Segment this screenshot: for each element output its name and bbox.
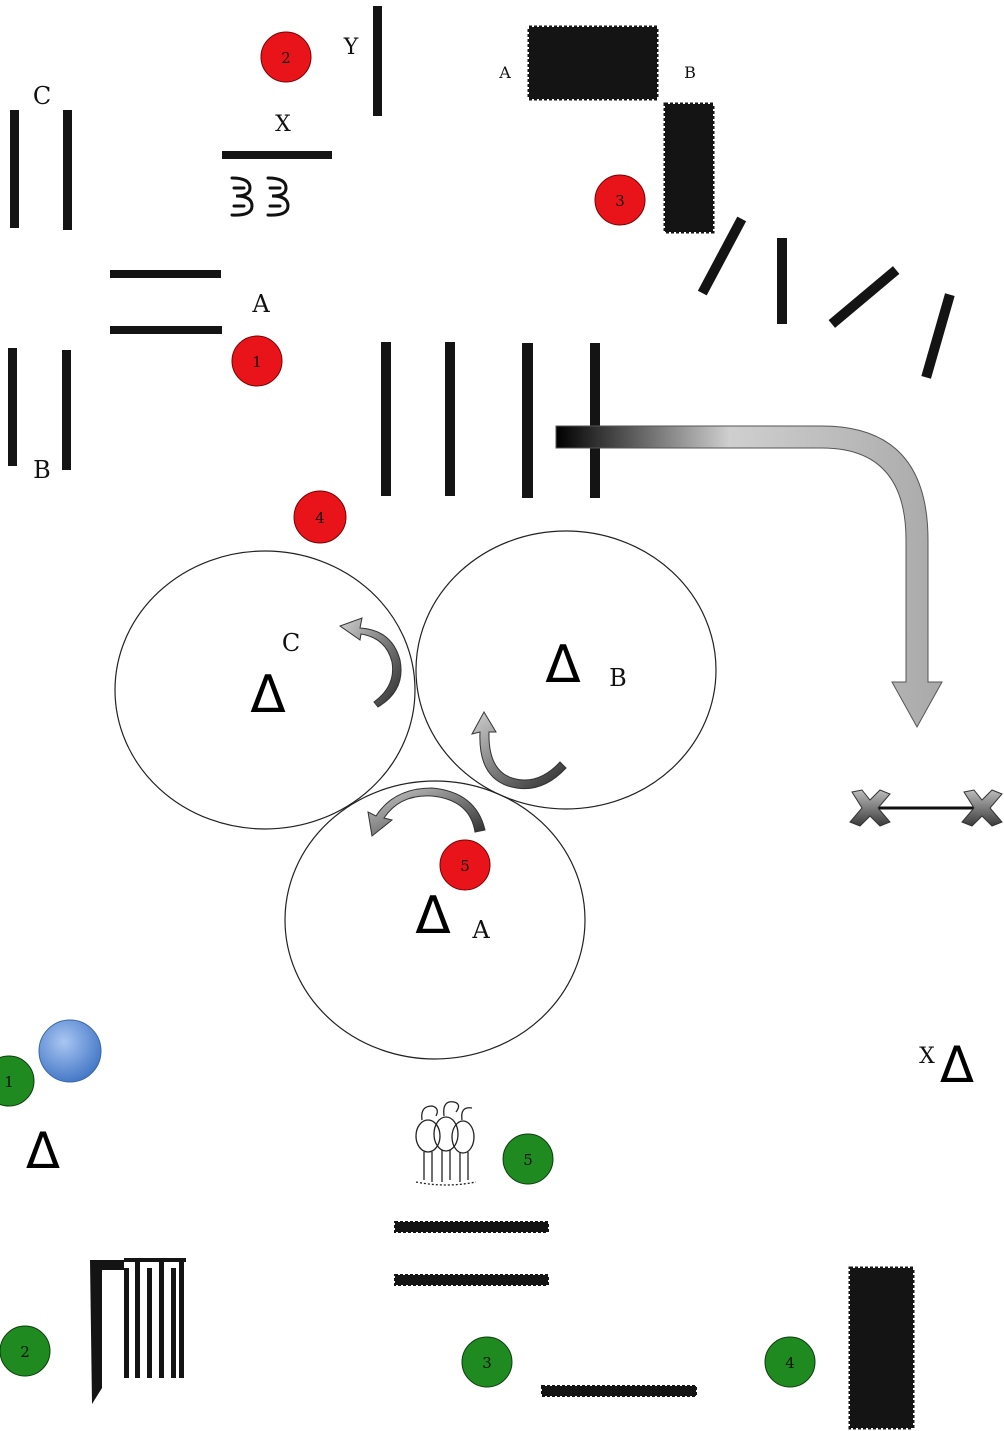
bar-bottom-single [541,1385,697,1397]
green-marker-3: 3 [461,1336,513,1388]
label-x-right: X [919,1044,935,1069]
red-marker-5-label: 5 [460,857,470,875]
label-a-mid: A [251,290,270,318]
red-marker-3: 3 [594,174,646,226]
bar-b-right [62,350,71,470]
red-marker-4: 4 [293,490,347,544]
bar-y-vertical [373,6,382,116]
label-y-top: Y [343,35,359,60]
curved-rotation-arrow-icon [338,617,567,837]
green-marker-5: 5 [502,1133,554,1185]
circle-c [114,550,416,830]
triangle-right: Δ [940,1036,974,1094]
bar-vertical-4 [590,343,600,498]
slab-bottom-right [848,1266,915,1430]
green-marker-5-label: 5 [523,1151,533,1169]
bar-vertical-2 [445,342,455,496]
down-bent-arrow-icon [555,425,943,729]
red-marker-2: 2 [260,31,312,83]
red-marker-5: 5 [439,839,491,891]
triangle-circle-c: Δ [250,665,286,725]
chromosome-pair-icon [230,176,290,217]
green-marker-4: 4 [764,1336,816,1388]
bar-vertical-3 [522,343,533,498]
green-marker-2-label: 2 [20,1343,30,1361]
red-marker-1-label: 1 [252,353,262,371]
red-marker-2-label: 2 [281,49,291,67]
green-marker-2: 2 [0,1325,51,1377]
bar-horizontal-upper [110,270,221,278]
circle-a [284,780,586,1060]
bar-horizontal-lower [110,326,222,334]
triangle-circle-a: Δ [415,886,451,946]
triangle-circle-b: Δ [545,635,581,695]
bar-bottom-upper [394,1221,549,1233]
bar-rotating-2 [777,238,787,324]
flamingo-group-icon [415,1101,477,1186]
bar-x-horizontal [222,151,332,159]
bar-rotating-1 [697,216,747,296]
green-marker-3-label: 3 [482,1354,492,1372]
circle-b [415,530,717,810]
red-marker-1: 1 [231,335,283,387]
label-x-top: X [275,112,291,137]
triangle-bottom-left: Δ [26,1122,60,1180]
blue-ball [38,1019,102,1083]
comb-icon [90,1258,186,1404]
red-marker-4-label: 4 [315,509,325,527]
bar-c-left [10,110,19,228]
green-marker-1: 1 [0,1055,35,1107]
label-circle-b: B [609,664,627,692]
bar-b-left [8,348,17,466]
label-c-top: C [33,82,51,110]
label-circle-a: A [471,916,490,944]
slab-vertical [663,102,715,234]
green-marker-4-label: 4 [785,1354,795,1372]
bar-c-right [63,110,72,230]
label-a-slab: A [498,63,511,82]
bar-rotating-4 [921,293,955,379]
red-marker-3-label: 3 [615,192,625,210]
cross-connector-icon [849,789,1003,827]
label-b-slab: B [684,63,696,82]
slab-horizontal [527,25,659,101]
bar-vertical-1 [381,342,391,496]
label-b-left: B [33,456,51,484]
bar-rotating-3 [828,266,900,328]
bar-bottom-lower [394,1274,549,1286]
label-circle-c: C [282,629,300,657]
green-marker-1-label: 1 [4,1073,14,1091]
